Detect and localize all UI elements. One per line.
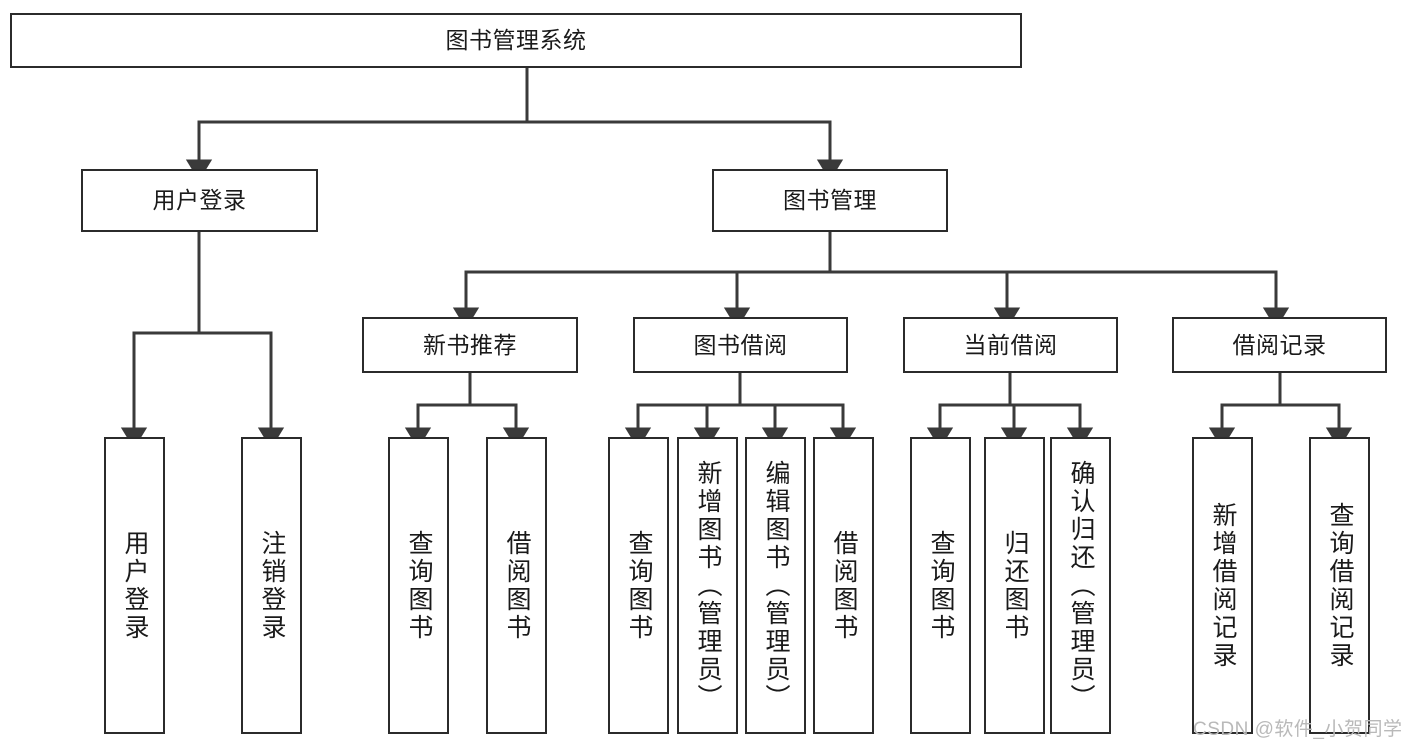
node-leaf-confirm-return-label: 确认归还（管理员） (1067, 459, 1095, 712)
csdn-watermark: CSDN @软件_小贺同学 (1193, 719, 1403, 740)
node-leaf-add-record[interactable]: 新增借阅记录 (1192, 437, 1253, 734)
node-borrow-record[interactable]: 借阅记录 (1172, 317, 1387, 373)
node-leaf-logout-label: 注销登录 (258, 529, 286, 642)
node-borrow-record-label: 借阅记录 (1232, 331, 1327, 358)
node-leaf-logout[interactable]: 注销登录 (241, 437, 302, 734)
node-leaf-add-book[interactable]: 新增图书（管理员） (677, 437, 738, 734)
node-new-book-recommend-label: 新书推荐 (423, 331, 517, 358)
node-user-login[interactable]: 用户登录 (81, 169, 318, 232)
node-leaf-user-login[interactable]: 用户登录 (104, 437, 165, 734)
node-book-manage[interactable]: 图书管理 (712, 169, 948, 232)
node-leaf-add-book-label: 新增图书（管理员） (694, 459, 722, 712)
node-leaf-user-login-label: 用户登录 (121, 529, 149, 642)
node-current-borrow-label: 当前借阅 (963, 331, 1058, 358)
node-leaf-edit-book-label: 编辑图书（管理员） (762, 459, 790, 712)
node-root[interactable]: 图书管理系统 (10, 13, 1022, 68)
node-book-borrow-label: 图书借阅 (693, 331, 788, 358)
node-leaf-edit-book[interactable]: 编辑图书（管理员） (745, 437, 806, 734)
node-leaf-query-record-label: 查询借阅记录 (1326, 501, 1354, 670)
node-book-manage-label: 图书管理 (783, 187, 877, 214)
node-leaf-borrow-book[interactable]: 借阅图书 (813, 437, 874, 734)
node-leaf-query-book-recommend[interactable]: 查询图书 (388, 437, 449, 734)
node-leaf-query-book-current[interactable]: 查询图书 (910, 437, 971, 734)
node-leaf-return-book-label: 归还图书 (1001, 529, 1029, 642)
node-leaf-query-book-borrow[interactable]: 查询图书 (608, 437, 669, 734)
node-leaf-query-record[interactable]: 查询借阅记录 (1309, 437, 1370, 734)
node-leaf-add-record-label: 新增借阅记录 (1209, 501, 1237, 670)
node-leaf-query-book-recommend-label: 查询图书 (405, 529, 433, 642)
node-user-login-label: 用户登录 (152, 187, 247, 214)
node-leaf-confirm-return[interactable]: 确认归还（管理员） (1050, 437, 1111, 734)
node-current-borrow[interactable]: 当前借阅 (903, 317, 1118, 373)
node-leaf-return-book[interactable]: 归还图书 (984, 437, 1045, 734)
node-leaf-borrow-book-label: 借阅图书 (830, 529, 858, 642)
node-leaf-query-book-current-label: 查询图书 (927, 529, 955, 642)
node-book-borrow[interactable]: 图书借阅 (633, 317, 848, 373)
node-leaf-borrow-book-recommend-label: 借阅图书 (503, 529, 531, 642)
node-root-label: 图书管理系统 (445, 27, 587, 54)
node-leaf-query-book-borrow-label: 查询图书 (625, 529, 653, 642)
node-leaf-borrow-book-recommend[interactable]: 借阅图书 (486, 437, 547, 734)
node-new-book-recommend[interactable]: 新书推荐 (362, 317, 578, 373)
